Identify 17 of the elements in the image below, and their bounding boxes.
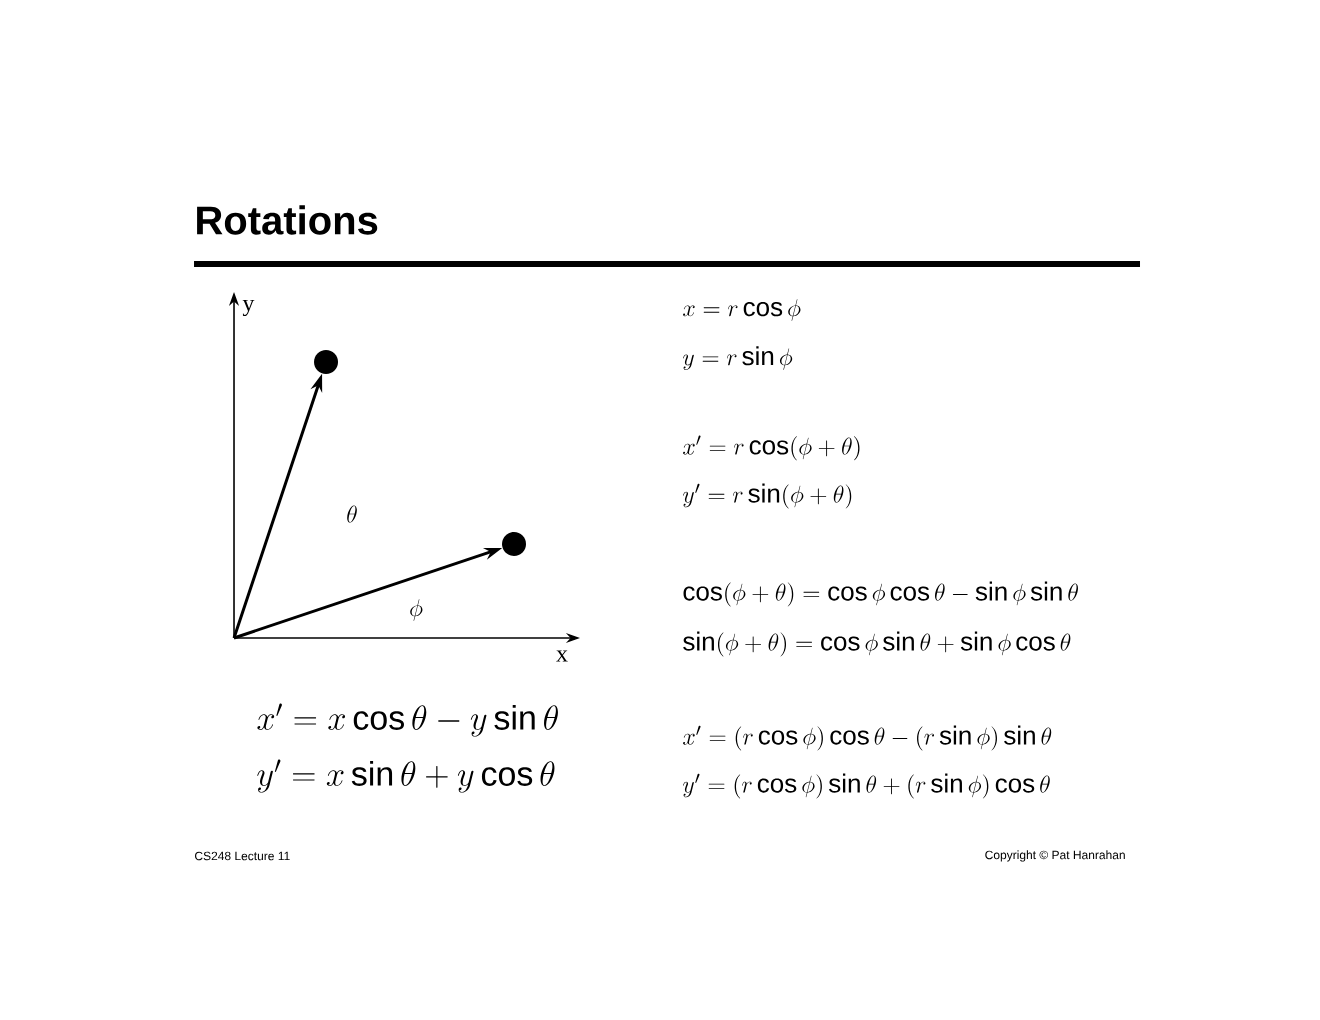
equation: $x' = x\cos\theta - y\sin\theta$ <box>257 703 558 737</box>
equation: $y' = r\sin(\phi + \theta)$ <box>683 483 852 509</box>
equation: $\sin(\phi + \theta) = \cos\phi\sin\theta + \sin\phi\cos\theta$ <box>683 631 1071 657</box>
axis-label: x <box>556 650 568 662</box>
equation: $x' = r\cos(\phi + \theta)$ <box>683 435 860 461</box>
angle-label: $\theta$ <box>347 505 357 523</box>
equation: $y' = (r\cos\phi)\sin\theta + (r\sin\phi)\cos\theta$ <box>683 773 1050 799</box>
equation: $x' = (r\cos\phi)\cos\theta - (r\sin\phi)\sin\theta$ <box>683 725 1052 751</box>
equation: $x = r\cos\phi$ <box>683 299 801 321</box>
point-dot <box>314 350 338 374</box>
axis-label: y <box>242 299 255 317</box>
equation: $y' = x\sin\theta + y\cos\theta$ <box>257 759 555 793</box>
title: Rotations <box>197 205 378 235</box>
angle-label: $\phi$ <box>410 599 423 621</box>
equation: $\cos(\phi + \theta) = \cos\phi\cos\theta - \sin\phi\sin\theta$ <box>683 581 1078 607</box>
equation: $y = r\sin\phi$ <box>683 346 793 370</box>
point-dot <box>502 532 526 556</box>
